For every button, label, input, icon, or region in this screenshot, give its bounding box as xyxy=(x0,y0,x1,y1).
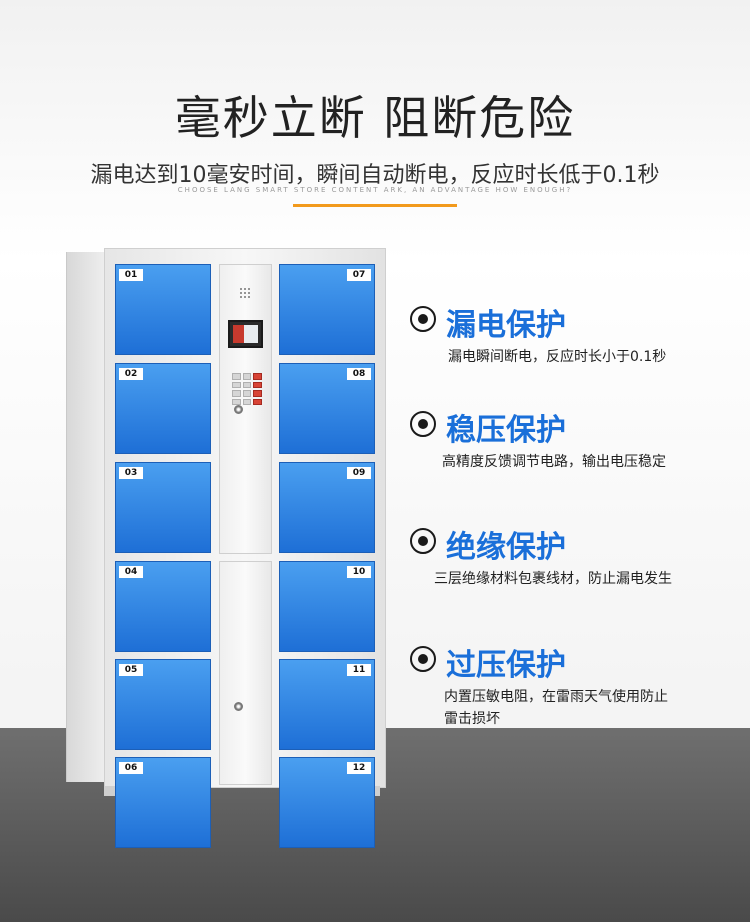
locker-door-01: 01 xyxy=(115,264,211,355)
feature-title: 稳压保护 xyxy=(446,413,566,448)
keypad-key xyxy=(242,381,252,388)
display-screen xyxy=(228,320,263,348)
door-number: 08 xyxy=(347,368,371,380)
door-number: 02 xyxy=(119,368,143,380)
page-subtitle: 漏电达到10毫安时间，瞬间自动断电，反应时长低于0.1秒 xyxy=(90,163,660,188)
keypad-key xyxy=(253,398,262,405)
locker-door-04: 04 xyxy=(115,561,211,652)
feature-title: 过压保护 xyxy=(446,648,566,683)
keypad-key xyxy=(253,373,262,380)
feature-title: 漏电保护 xyxy=(446,308,566,343)
door-number: 07 xyxy=(347,269,371,281)
locker-door-09: 09 xyxy=(279,462,375,553)
keypad-key xyxy=(242,373,252,380)
feature-title: 绝缘保护 xyxy=(446,530,566,565)
locker-door-12: 12 xyxy=(279,757,375,848)
keypad-key xyxy=(253,381,262,388)
keypad-key xyxy=(242,398,252,405)
door-number: 03 xyxy=(119,467,143,479)
keypad-key xyxy=(242,390,252,397)
control-panel xyxy=(219,264,272,554)
radio-dot-icon xyxy=(410,411,436,437)
radio-dot-icon xyxy=(410,646,436,672)
door-number: 10 xyxy=(347,566,371,578)
accent-divider xyxy=(293,204,457,207)
door-number: 12 xyxy=(347,762,371,774)
keypad-key xyxy=(232,390,241,397)
door-number: 05 xyxy=(119,664,143,676)
keypad-key xyxy=(253,390,262,397)
door-number: 04 xyxy=(119,566,143,578)
locker-door-10: 10 xyxy=(279,561,375,652)
keypad-key xyxy=(232,381,241,388)
radio-dot-icon xyxy=(410,306,436,332)
locker-door-11: 11 xyxy=(279,659,375,750)
feature-desc-line: 雷击损坏 xyxy=(444,711,500,727)
door-number: 01 xyxy=(119,269,143,281)
page-tagline: CHOOSE LANG SMART STORE CONTENT ARK, AN … xyxy=(177,186,573,194)
door-number: 06 xyxy=(119,762,143,774)
feature-desc: 高精度反馈调节电路，输出电压稳定 xyxy=(442,454,666,470)
locker-door-05: 05 xyxy=(115,659,211,750)
locker-door-07: 07 xyxy=(279,264,375,355)
keypad-key xyxy=(232,373,241,380)
keypad xyxy=(232,373,262,405)
lock-icon xyxy=(234,405,243,414)
cabinet-side-panel xyxy=(66,252,107,782)
locker-door-03: 03 xyxy=(115,462,211,553)
door-number: 09 xyxy=(347,467,371,479)
locker-door-06: 06 xyxy=(115,757,211,848)
keypad-key xyxy=(232,398,241,405)
feature-desc: 三层绝缘材料包裹线材，防止漏电发生 xyxy=(434,571,672,587)
feature-desc: 漏电瞬间断电，反应时长小于0.1秒 xyxy=(448,349,667,365)
center-storage-door xyxy=(219,561,272,785)
page-title: 毫秒立断 阻断危险 xyxy=(174,91,576,145)
lock-icon xyxy=(234,702,243,711)
feature-desc-line: 内置压敏电阻，在雷雨天气使用防止 xyxy=(444,689,668,705)
locker-door-08: 08 xyxy=(279,363,375,454)
locker-door-02: 02 xyxy=(115,363,211,454)
radio-dot-icon xyxy=(410,528,436,554)
door-number: 11 xyxy=(347,664,371,676)
speaker-icon xyxy=(240,288,250,298)
